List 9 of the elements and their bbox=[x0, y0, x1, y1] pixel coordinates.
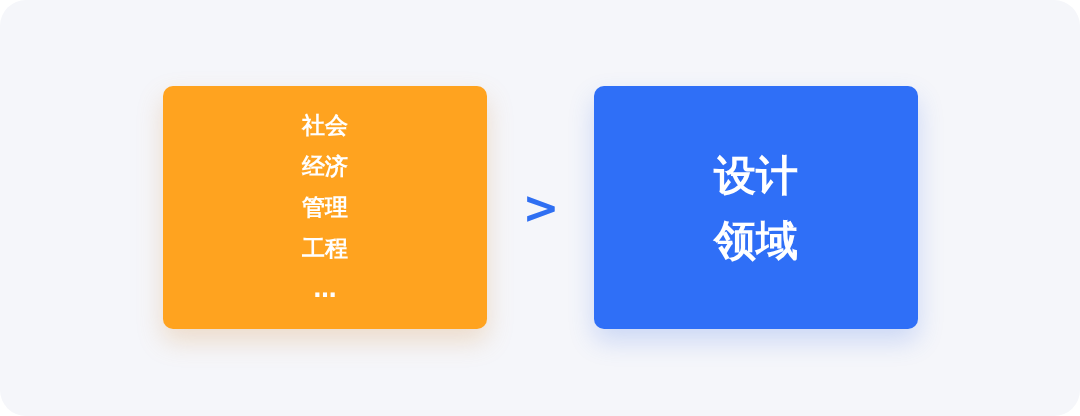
node-text: … bbox=[313, 275, 337, 304]
node-text: 设计领域 bbox=[713, 149, 799, 267]
comparison-sign: > bbox=[522, 184, 560, 232]
node-text: 管理 bbox=[302, 193, 348, 222]
node-text: 社会 bbox=[302, 111, 348, 140]
node-text: 工程 bbox=[302, 234, 348, 263]
category-box bbox=[163, 86, 487, 329]
field-box bbox=[594, 86, 918, 329]
node-text: 经济 bbox=[302, 152, 348, 181]
